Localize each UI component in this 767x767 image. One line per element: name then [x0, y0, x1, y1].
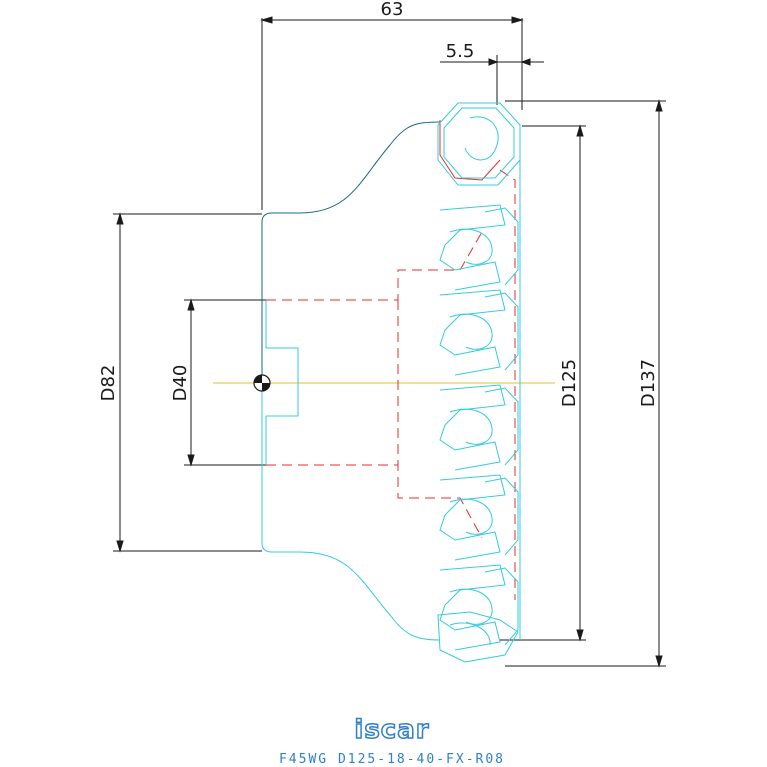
center-symbol	[253, 374, 271, 392]
part-number-caption: F45WG D125-18-40-FX-R08	[279, 752, 505, 767]
logo-text: iscar	[354, 715, 429, 745]
body-outline	[261, 121, 441, 641]
hidden-lines	[266, 120, 516, 600]
dim-hub-diameter: D82	[98, 365, 119, 402]
dim-max-diameter: D137	[638, 359, 659, 407]
dim-cutting-diameter: D125	[559, 359, 580, 407]
dimension-lines	[113, 16, 666, 668]
insert-pockets	[437, 102, 521, 663]
iscar-logo: iscar	[354, 714, 430, 746]
dim-overall-length: 63	[381, 0, 404, 20]
dim-bore-diameter: D40	[170, 365, 191, 402]
dim-insert-offset: 5.5	[446, 41, 475, 62]
